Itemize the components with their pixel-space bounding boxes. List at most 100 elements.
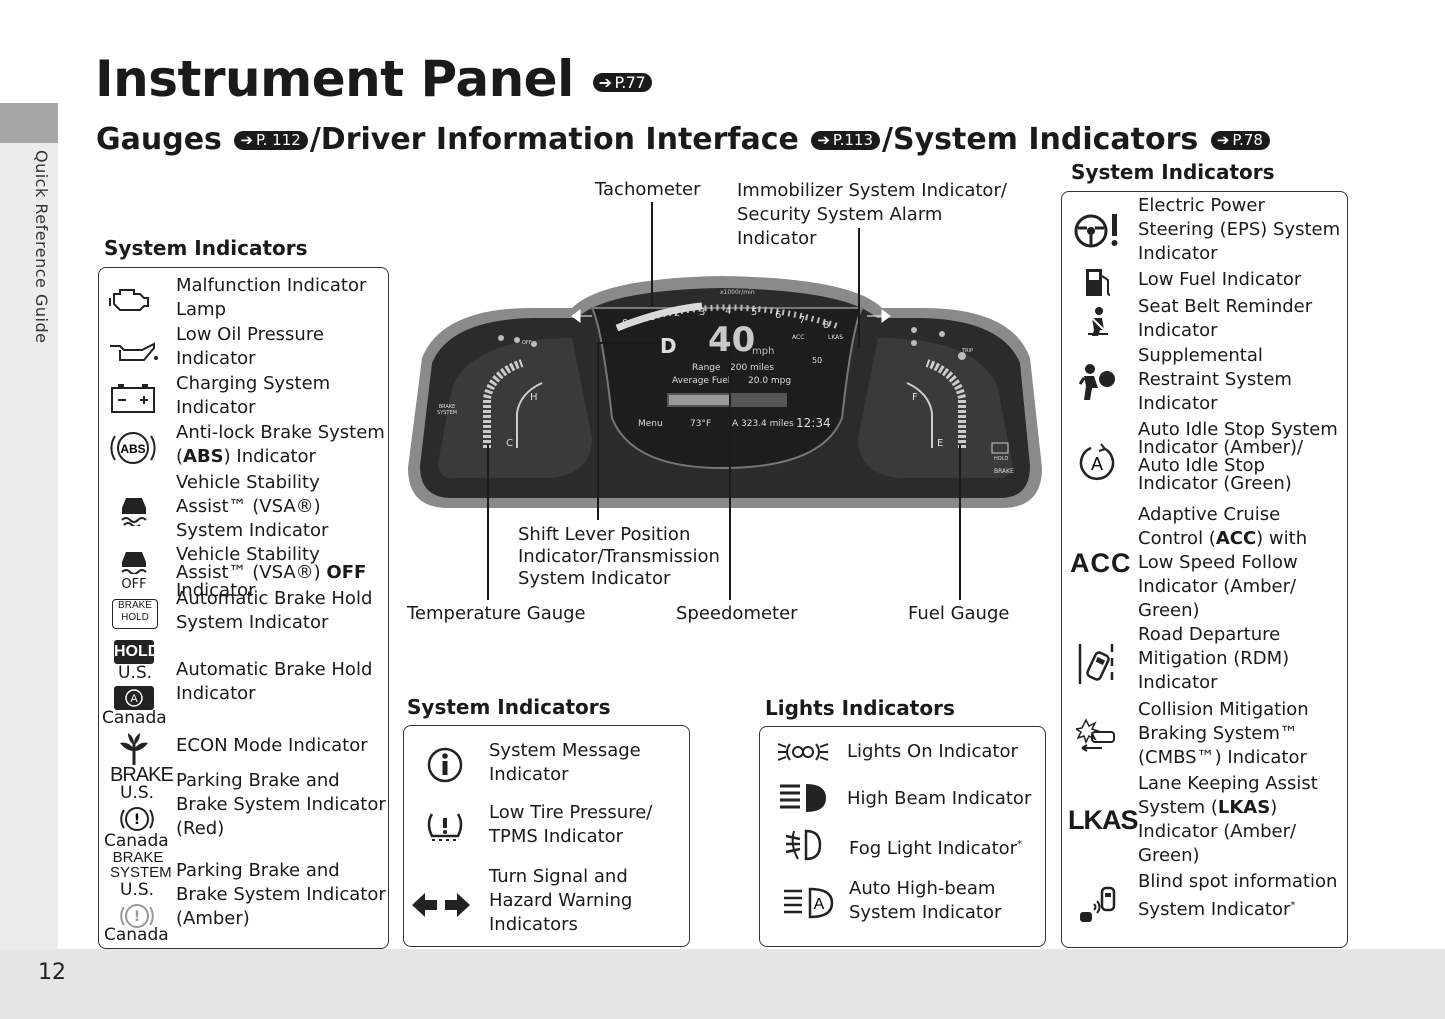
leader-line [597,342,599,520]
system-indicators-ref-link[interactable]: ➔P.78 [1210,131,1270,150]
vsa-icon [116,490,152,528]
tpms-icon [424,810,466,846]
callout-shift-lever: Shift Lever Position Indicator/Transmiss… [518,524,720,589]
right-box-heading: System Indicators [1071,160,1275,184]
econ-icon [114,731,154,767]
left-box-heading: System Indicators [104,236,308,260]
cluster-acc: ACC [792,334,805,341]
side-label: Quick Reference Guide [32,150,51,344]
blind-spot-icon [1078,886,1120,926]
ref-text: P.113 [832,131,873,149]
tach-num: 3 [699,307,706,318]
cluster-range-label: Range [692,363,721,373]
cluster-off: OFF [522,340,532,346]
right-indicator-box [1061,191,1348,948]
right-item-label: Road Departure Mitigation (RDM) Indicato… [1138,624,1290,693]
vsa-off-text: OFF [121,577,147,592]
footer-band [0,949,1445,1019]
check-engine-icon [108,280,158,320]
cluster-fuel-e: E [937,438,944,449]
right-item-label: Low Fuel Indicator [1138,269,1302,290]
left-item-label: Charging System Indicator [176,373,331,418]
tach-num: 4 [725,306,732,317]
tach-num: 5 [751,307,758,318]
lights-box-heading: Lights Indicators [765,696,955,720]
hold-canada-icon: A [114,686,154,710]
lights-item-label: Lights On Indicator [847,741,1018,762]
subtitle-dii: /Driver Information Interface [309,122,799,157]
battery-icon [108,380,158,416]
cluster-lkas: LKAS [828,334,844,341]
left-item-label: Automatic Brake Hold System Indicator [176,588,373,633]
asterisk: * [1290,900,1296,911]
left-item-label: Anti-lock Brake System (ABS) Indicator [176,422,385,467]
lights-item-label: Auto High-beam System Indicator [849,878,1002,923]
cluster-menu: Menu [638,419,663,429]
ref-text: P.78 [1232,131,1263,149]
gauges-ref-link[interactable]: ➔P. 112 [234,131,308,150]
svg-text:ABS: ABS [120,442,145,456]
subtitle-gauges: Gauges [96,122,222,157]
ref-arrow-icon: ➔ [1216,131,1230,149]
svg-text:!: ! [134,909,140,925]
page-title-text: Instrument Panel [95,50,574,108]
cluster-hold: HOLD [994,456,1009,462]
page-number: 12 [38,960,66,985]
right-item-label: Electric Power Steering (EPS) System Ind… [1138,195,1341,264]
leader-line [858,228,860,348]
right-item-label: Collision Mitigation Braking System™ (CM… [1138,699,1309,768]
region-canada: Canada [104,831,169,851]
callout-tachometer: Tachometer [595,179,701,200]
dii-ref-link[interactable]: ➔P.113 [811,131,880,150]
cluster-fuel-f: F [912,392,918,403]
region-canada: Canada [102,708,167,728]
oil-can-icon [108,336,160,366]
left-item-label: Parking Brake and Brake System Indicator… [176,860,386,929]
ref-arrow-icon: ➔ [817,131,830,149]
brake-circle-amber-icon: ! [120,902,154,930]
parking-brake-red-icon: BRAKE [110,764,174,786]
leader-line [729,346,731,600]
region-us: U.S. [120,783,155,803]
callout-temperature: Temperature Gauge [407,603,586,624]
cluster-speed-unit: mph [752,346,775,357]
ref-arrow-icon: ➔ [598,73,612,92]
page-ref-link[interactable]: ➔P.77 [592,73,653,92]
ref-text: P. 112 [255,131,301,149]
callout-fuel: Fuel Gauge [908,603,1010,624]
tach-num: 6 [775,310,782,321]
leader-line [597,342,661,344]
right-item-label: Lane Keeping Assist System (LKAS) Indica… [1138,773,1318,866]
right-item-label: Adaptive Cruise Control (ACC) with Low S… [1138,504,1308,621]
left-item-label: Low Oil Pressure Indicator [176,324,324,369]
cluster-tach-unit: x1000r/min [720,289,755,296]
fog-light-icon [784,828,824,862]
side-tab-marker [0,103,58,143]
ref-arrow-icon: ➔ [240,131,253,149]
left-item-label: Automatic Brake Hold Indicator [176,659,373,704]
asterisk: * [1017,839,1023,850]
parking-brake-amber-icon: BRAKE SYSTEM [110,849,172,881]
cluster-range-value: 200 miles [730,363,775,373]
right-item-label: Blind spot information System Indicator* [1138,870,1344,922]
hold-icon: HOLD [114,640,159,664]
cluster-avg-fuel-label: Average Fuel [672,376,731,386]
middle-item-label: Low Tire Pressure/ TPMS Indicator [489,802,653,847]
cluster-brake-system: BRAKE SYSTEM [437,404,457,416]
subtitle-system-indicators: /System Indicators [882,122,1199,157]
instrument-cluster-illustration: 40 mph D Range 200 miles Average Fuel 20… [402,268,1048,512]
leader-line [651,202,653,306]
cluster-temp-out: 73°F [690,419,712,429]
svg-text:A: A [1091,454,1103,474]
callout-immobilizer: Immobilizer System Indicator/ Security S… [737,180,1007,249]
eps-icon [1072,210,1124,250]
brake-hold-system-icon: BRAKE HOLD [112,599,158,629]
fog-label-text: Fog Light Indicator [849,838,1018,859]
cluster-speed: 40 [708,320,756,360]
middle-box-heading: System Indicators [407,695,611,719]
lights-item-label: High Beam Indicator [847,788,1032,809]
right-item-label: Seat Belt Reminder Indicator [1138,296,1313,341]
leader-line [487,445,489,600]
ref-text: P.77 [614,73,646,92]
high-beam-icon [776,781,830,815]
